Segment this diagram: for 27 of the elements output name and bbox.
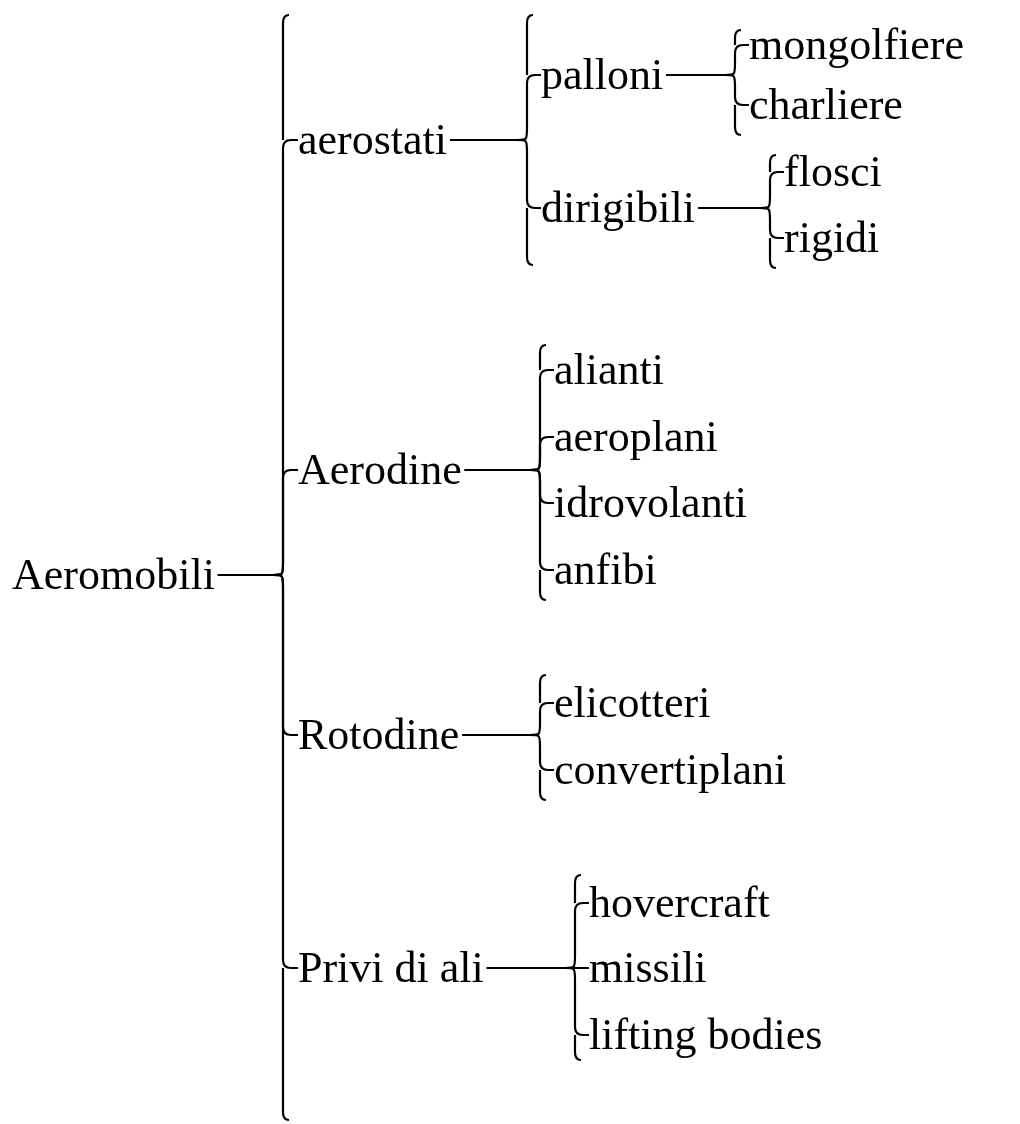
- node-label: palloni: [541, 50, 664, 100]
- node-label: mongolfiere: [749, 20, 965, 70]
- node-label: aerostati: [298, 115, 448, 165]
- brace-connector: [698, 206, 784, 240]
- node-label: rigidi: [784, 213, 880, 263]
- node-label: elicotteri: [554, 678, 711, 728]
- node-label: idrovolanti: [554, 478, 748, 528]
- node-label: convertiplani: [554, 745, 787, 795]
- brace-connector: [486, 966, 589, 1037]
- brace-connector: [450, 138, 541, 210]
- node-label: flosci: [784, 147, 882, 197]
- node-label: missili: [589, 943, 707, 993]
- brace-connector: [462, 733, 554, 772]
- brace-connector: [464, 468, 554, 572]
- node-label: Aeromobili: [12, 550, 215, 600]
- brace-connector: [217, 573, 298, 970]
- node-label: aeroplani: [554, 412, 718, 462]
- node-label: lifting bodies: [589, 1010, 823, 1060]
- node-label: charliere: [749, 80, 903, 130]
- node-label: anfibi: [554, 545, 657, 595]
- node-label: Privi di ali: [298, 943, 484, 993]
- node-label: Aerodine: [298, 445, 462, 495]
- node-label: dirigibili: [541, 183, 695, 233]
- node-label: Rotodine: [298, 710, 460, 760]
- brace-connector: [666, 73, 749, 107]
- node-label: alianti: [554, 345, 664, 395]
- node-label: hovercraft: [589, 878, 770, 928]
